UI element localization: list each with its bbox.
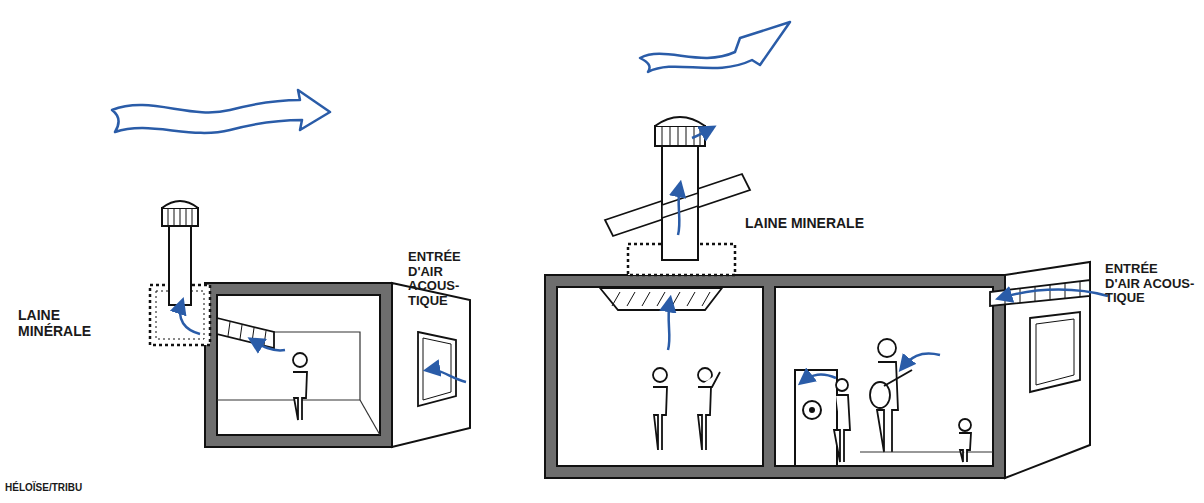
cap-dome xyxy=(655,117,705,126)
extract-grille xyxy=(600,288,722,310)
airflow-arrow xyxy=(902,353,940,368)
callout-label: ENTRÉE D'AIR ACOUS- TIQUE xyxy=(408,250,492,308)
stage-floor xyxy=(860,451,993,452)
callout-label: ENTRÉE D'AIR ACOUS- TIQUE xyxy=(1105,262,1195,306)
airflow-arrow xyxy=(252,340,285,350)
child xyxy=(959,433,971,462)
room-back-wall xyxy=(217,332,360,400)
person xyxy=(293,372,307,420)
person xyxy=(293,353,307,367)
grille-hatch xyxy=(612,292,710,306)
person xyxy=(698,372,720,450)
airflow-arrow xyxy=(668,300,670,350)
singer xyxy=(834,395,850,462)
window xyxy=(1030,312,1080,392)
guitar xyxy=(870,382,890,408)
person xyxy=(653,387,667,450)
cap-dome xyxy=(162,201,198,208)
airflow-arrow xyxy=(678,185,680,235)
room-corner xyxy=(360,400,380,435)
extract-duct xyxy=(217,318,274,348)
loudspeaker xyxy=(803,401,821,419)
window xyxy=(418,332,456,406)
duct-hatch xyxy=(228,322,266,345)
chimney-pipe xyxy=(169,225,191,305)
loudspeaker-cone xyxy=(809,407,815,413)
airflow-arrow xyxy=(180,302,200,334)
singer xyxy=(836,379,848,391)
wall-section xyxy=(205,283,392,447)
wind-arrow xyxy=(640,22,790,72)
door xyxy=(795,370,837,466)
window-pane xyxy=(423,338,451,400)
static-extractor-cap xyxy=(162,208,198,226)
window-pane xyxy=(1036,319,1074,385)
airflow-arrow xyxy=(802,375,836,382)
guitar-neck xyxy=(884,370,912,386)
airflow-arrow xyxy=(428,370,466,382)
airflow-arrow xyxy=(1000,290,1108,299)
cap-ribs xyxy=(168,208,192,226)
guitarist xyxy=(878,339,896,357)
chimney-pipe xyxy=(662,145,698,260)
acoustic-inlet-duct xyxy=(990,280,1090,306)
wall-section xyxy=(545,275,1005,478)
wind-arrow xyxy=(112,90,330,133)
person xyxy=(653,368,667,382)
airflow-arrow xyxy=(692,128,712,138)
material-label: LAINE MINERALE xyxy=(745,216,945,232)
material-label: LAINE MINÉRALE xyxy=(18,308,108,339)
credit-note: HÉLOÏSE/TRIBU xyxy=(5,482,155,493)
child xyxy=(959,419,971,431)
